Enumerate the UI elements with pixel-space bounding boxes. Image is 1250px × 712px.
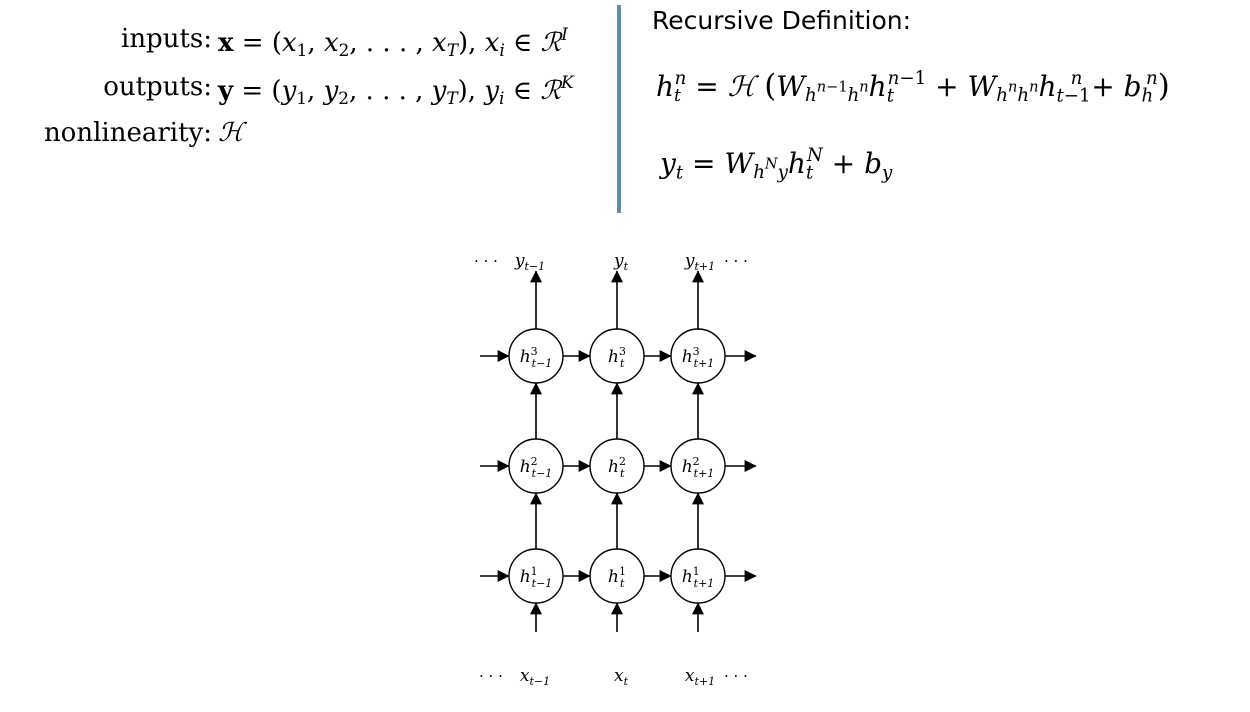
diagram-edges [480,270,757,632]
inputs-row: inputs: x = (x1, x2, . . . , xT), xi ∈ ℛ… [0,24,612,64]
nonlinearity-symbol: ℋ [218,118,244,148]
node-circle [589,548,645,604]
ellipsis-top-right: · · · [724,252,748,270]
recursive-title: Recursive Definition: [652,6,912,35]
node-circle [589,328,645,384]
node-circle [589,438,645,494]
diagram-labels: · · · · · · · · · · · · yt−1 yt yt+1 xt−1 xt… [474,251,748,688]
node-circle [670,548,726,604]
node-circle [508,438,564,494]
output-label-1: yt [613,251,629,273]
node-circle [670,328,726,384]
inputs-formula: x = (x1, x2, . . . , xT), xi ∈ ℛI [218,24,568,61]
ellipsis-bottom-left: · · · [479,667,503,685]
nonlinearity-row: nonlinearity: ℋ [0,118,612,158]
node-circle [508,548,564,604]
inputs-label: inputs: [121,24,212,54]
output-label-0: yt−1 [514,251,545,273]
hidden-state-equation: htn = ℋ (Whn−1hnhtn−1 + Whnhnht−1n + bhn… [656,68,1170,107]
node-circle [508,328,564,384]
input-label-1: xt [614,666,629,688]
ellipsis-bottom-right: · · · [724,667,748,685]
ellipsis-top-left: · · · [474,252,498,270]
definitions-panel: inputs: x = (x1, x2, . . . , xT), xi ∈ ℛ… [0,0,612,200]
outputs-label: outputs: [103,72,212,102]
output-label-2: yt+1 [684,251,715,273]
node-circle [670,438,726,494]
outputs-row: outputs: y = (y1, y2, . . . , yT), yi ∈ … [0,72,612,112]
nonlinearity-label: nonlinearity: [43,118,212,148]
outputs-formula: y = (y1, y2, . . . , yT), yi ∈ ℛK [218,72,574,109]
output-equation: yt = WhNyhtN + by [660,145,893,184]
vertical-divider [617,5,621,213]
input-label-0: xt−1 [520,666,550,688]
input-label-2: xt+1 [685,666,715,688]
